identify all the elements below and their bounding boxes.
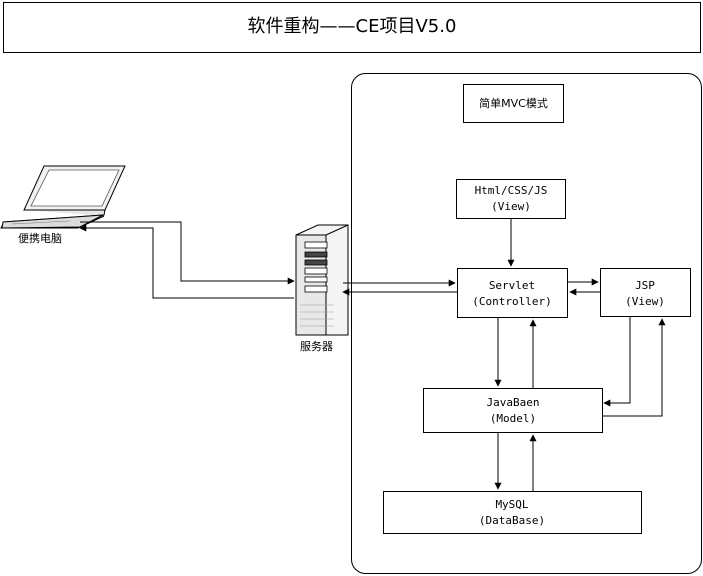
jsp-box: JSP (View) [600,268,691,317]
server-icon [295,224,349,336]
laptop-icon [0,165,126,229]
connector-javabean-to-jsp [603,318,666,417]
jsp-line1: JSP [635,279,655,292]
laptop-label: 便携电脑 [18,231,62,245]
mvc-frame [351,73,702,574]
mvc-label-box: 简单MVC模式 [463,84,564,123]
mysql-line2: (DataBase) [479,514,545,527]
connector-laptop-to-server [80,221,295,285]
html-css-js-line2: (View) [491,200,531,213]
server-label: 服务器 [300,340,333,353]
html-css-js-line1: Html/CSS/JS [475,184,548,197]
jsp-line2: (View) [625,295,665,308]
javabean-line2: (Model) [490,412,536,425]
javabean-line1: JavaBaen [487,396,540,409]
mysql-box: MySQL (DataBase) [383,491,642,534]
diagram-title: 软件重构——CE项目V5.0 [248,16,457,37]
mvc-label: 简单MVC模式 [479,96,548,110]
connector-jsp-to-javabean [603,317,631,407]
javabean-box: JavaBaen (Model) [423,388,603,433]
servlet-line1: Servlet [489,279,535,292]
servlet-line2: (Controller) [472,295,551,308]
connector-server-to-laptop [79,224,294,299]
servlet-box: Servlet (Controller) [457,268,568,318]
title-box: 软件重构——CE项目V5.0 [3,2,701,53]
mysql-line1: MySQL [495,498,528,511]
html-css-js-box: Html/CSS/JS (View) [456,179,566,219]
